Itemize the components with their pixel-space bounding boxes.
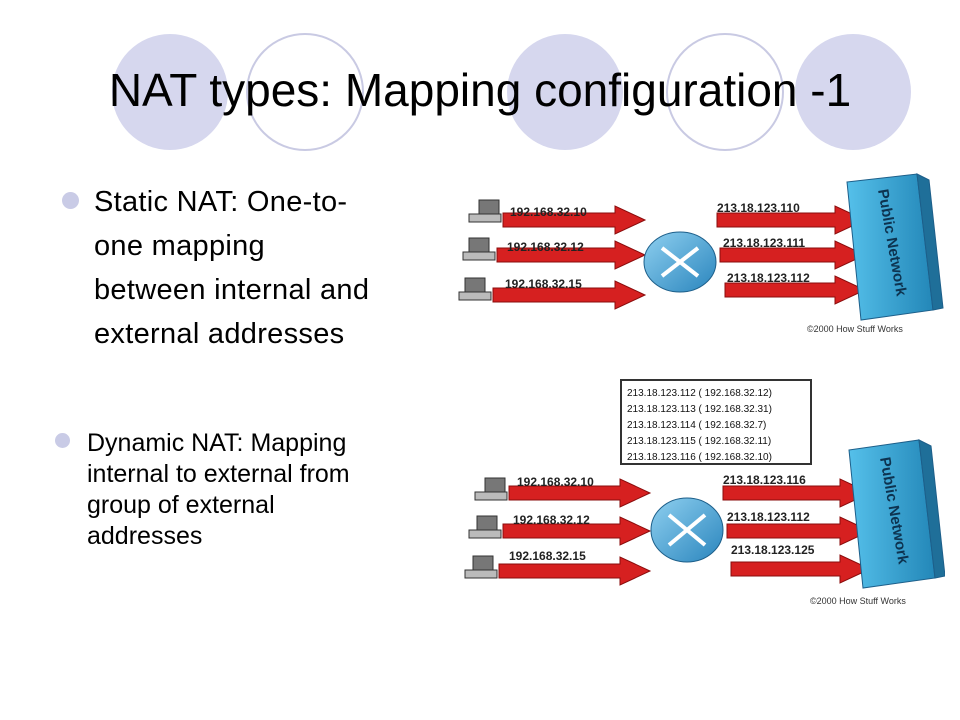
header-circle <box>666 33 784 151</box>
external-ip-1: 213.18.123.110 <box>717 201 800 215</box>
internal-ip-1: 192.168.32.10 <box>510 205 587 219</box>
internal-ip-2: 192.168.32.12 <box>507 240 584 254</box>
bullet-line: addresses <box>87 522 203 550</box>
bullet-line: between internal and <box>94 274 370 306</box>
table-row: 213.18.123.115 ( 192.168.32.11) <box>627 436 771 447</box>
arrow-internal-3 <box>498 556 652 586</box>
header-circle <box>795 34 911 150</box>
copyright-text: ©2000 How Stuff Works <box>807 324 903 334</box>
computer-icon <box>468 515 502 539</box>
bullet-line: Static NAT: One-to- <box>94 186 348 218</box>
bullet-text: Static NAT: One-to- one mapping between … <box>94 180 444 356</box>
internal-ip-1: 192.168.32.10 <box>517 475 594 489</box>
table-row: 213.18.123.114 ( 192.168.32.7) <box>627 420 766 431</box>
bullet-line: internal to external from <box>87 460 350 488</box>
arrow-external-1 <box>716 205 867 235</box>
external-ip-2: 213.18.123.112 <box>727 510 810 524</box>
bullet-line: external addresses <box>94 318 345 350</box>
internal-ip-2: 192.168.32.12 <box>513 513 590 527</box>
table-row: 213.18.123.113 ( 192.168.32.31) <box>627 404 772 415</box>
copyright-text: ©2000 How Stuff Works <box>810 596 906 606</box>
header-circles <box>112 33 911 151</box>
internal-ip-3: 192.168.32.15 <box>505 277 582 291</box>
arrow-internal-1 <box>508 478 652 508</box>
computer-icon <box>468 199 502 223</box>
table-row: 213.18.123.116 ( 192.168.32.10) <box>627 452 772 463</box>
header-circle <box>246 33 364 151</box>
external-ip-1: 213.18.123.116 <box>723 473 806 487</box>
arrow-external-2 <box>719 240 867 270</box>
header-circle <box>507 34 623 150</box>
bullet-dot <box>55 433 70 448</box>
nat-mapping-table: 213.18.123.112 ( 192.168.32.12) 213.18.1… <box>620 379 812 465</box>
public-network-block: Public Network <box>846 173 944 321</box>
computer-icon <box>474 477 508 501</box>
header-circle <box>112 34 228 150</box>
table-row: 213.18.123.112 ( 192.168.32.12) <box>627 388 772 399</box>
static-nat-diagram: 192.168.32.10 192.168.32.12 192.168.32.1… <box>458 173 944 334</box>
bullet-line: group of external <box>87 491 275 519</box>
arrow-internal-2 <box>496 240 647 270</box>
external-ip-2: 213.18.123.111 <box>723 236 805 250</box>
public-network-block: Public Network <box>848 439 945 589</box>
arrow-internal-3 <box>492 280 647 310</box>
external-ip-3: 213.18.123.125 <box>731 543 815 557</box>
bullet-dot <box>62 192 79 209</box>
arrow-internal-2 <box>502 516 652 546</box>
computer-icon <box>458 277 492 301</box>
arrow-internal-1 <box>502 205 647 235</box>
bullet-line: one mapping <box>94 230 265 262</box>
external-ip-3: 213.18.123.112 <box>727 271 810 285</box>
bullet-text: Dynamic NAT: Mapping internal to externa… <box>87 428 437 552</box>
arrow-external-3 <box>724 275 867 305</box>
arrow-external-3 <box>730 554 872 584</box>
router-icon <box>643 231 717 293</box>
arrow-external-2 <box>726 516 872 546</box>
bullet-line: Dynamic NAT: Mapping <box>87 429 347 457</box>
dynamic-nat-diagram: 213.18.123.112 ( 192.168.32.12) 213.18.1… <box>464 379 945 606</box>
internal-ip-3: 192.168.32.15 <box>509 549 586 563</box>
slide-title: NAT types: Mapping configuration -1 <box>108 64 852 116</box>
router-icon <box>650 497 724 563</box>
computer-icon <box>464 555 498 579</box>
computer-icon <box>462 237 496 261</box>
